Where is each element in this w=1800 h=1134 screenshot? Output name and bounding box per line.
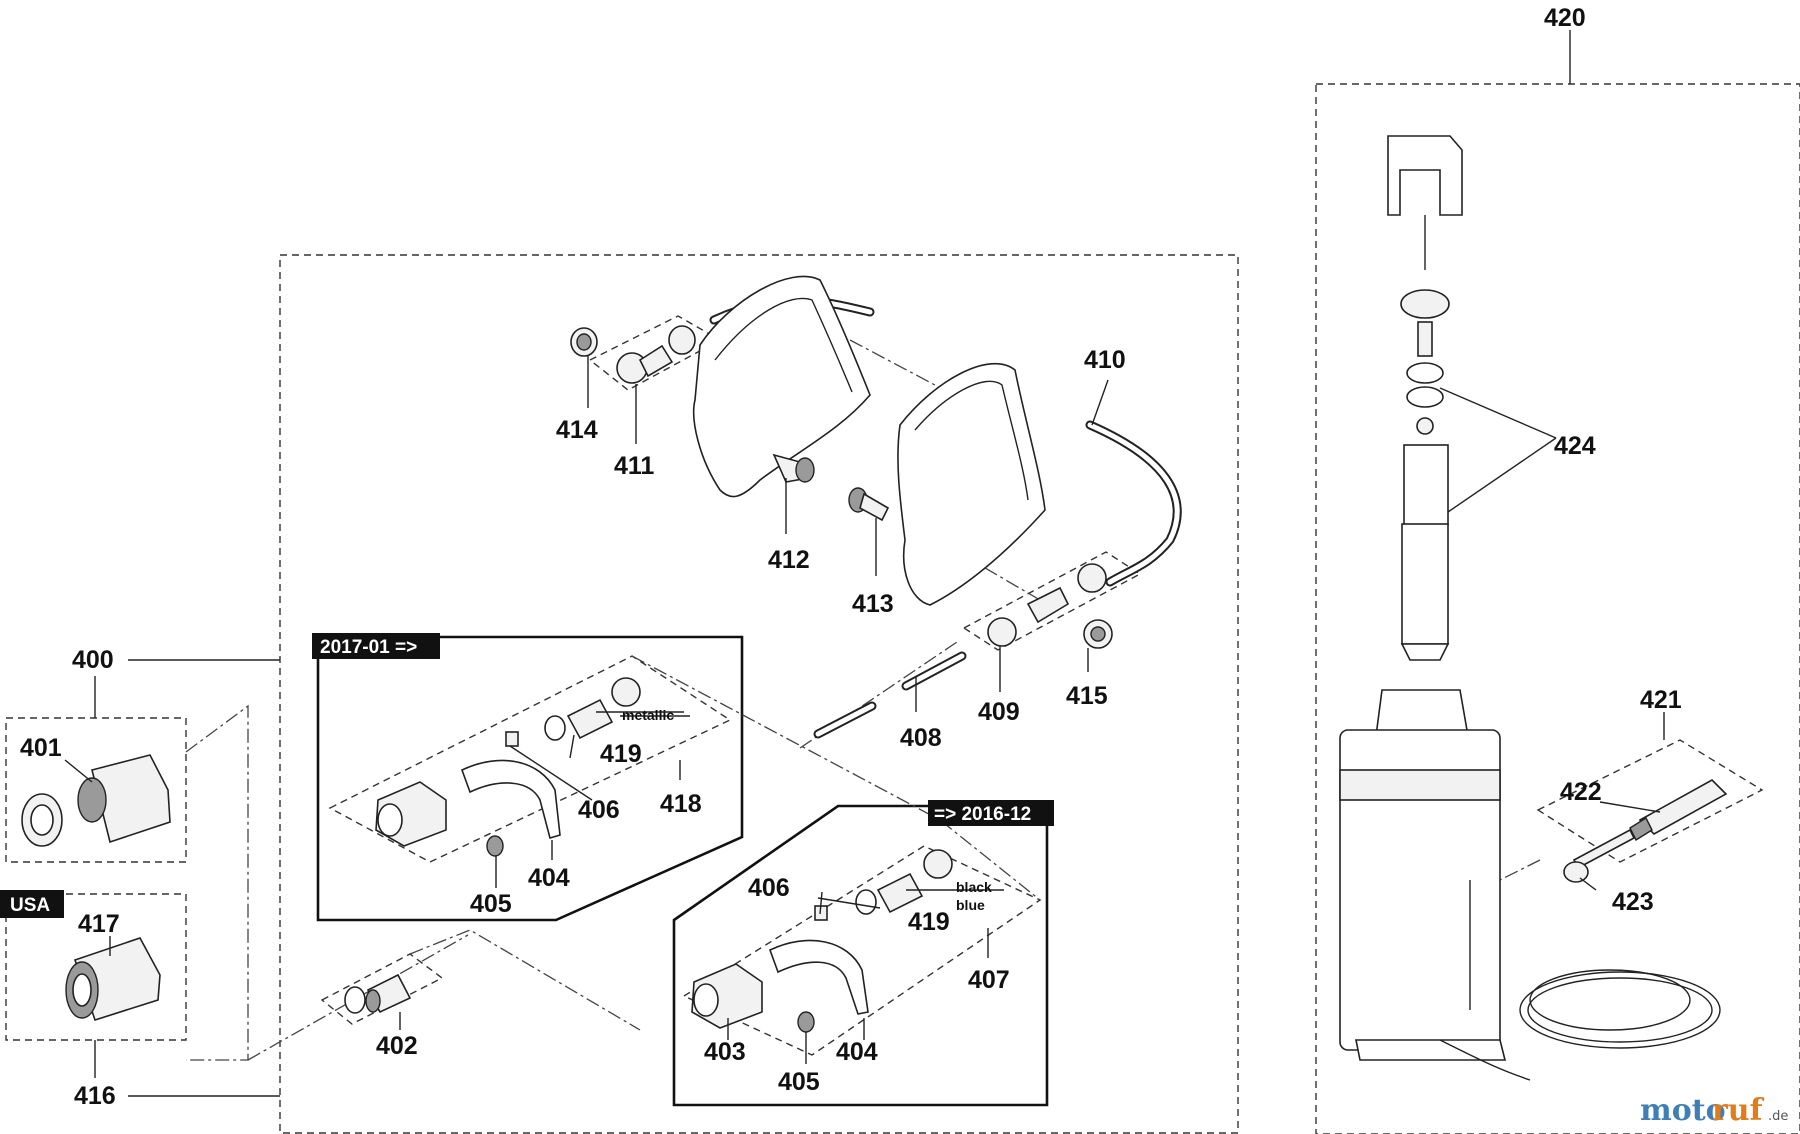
part-label: 406 bbox=[578, 796, 620, 824]
part-label: 420 bbox=[1544, 4, 1586, 32]
part-label: 423 bbox=[1612, 888, 1654, 916]
hose-410b-inner bbox=[1087, 422, 1180, 585]
screw-412 bbox=[772, 453, 815, 483]
part-label: 413 bbox=[852, 590, 894, 618]
assembly-box-420 bbox=[1315, 83, 1800, 1134]
svg-text:moto: moto bbox=[1640, 1093, 1726, 1128]
splash-guard-right bbox=[897, 362, 1046, 606]
subgroup-409 bbox=[962, 551, 1142, 651]
part-label: 404 bbox=[528, 864, 570, 892]
assembly-box-400 bbox=[5, 717, 187, 863]
part-label: 410 bbox=[1084, 346, 1126, 374]
pump-sprayer-420 bbox=[1339, 135, 1721, 1081]
part-label: 414 bbox=[556, 416, 598, 444]
part-label: 405 bbox=[778, 1068, 820, 1096]
part-label: 407 bbox=[968, 966, 1010, 994]
splash-guard-left-inner bbox=[714, 297, 853, 393]
screw-413 bbox=[848, 487, 890, 522]
tube-408-inner bbox=[815, 703, 875, 737]
lance-421 bbox=[1563, 779, 1728, 883]
part-label: 409 bbox=[978, 698, 1020, 726]
svg-text:2017-01 =>: 2017-01 => bbox=[320, 637, 417, 658]
leader-lines bbox=[64, 30, 1665, 1097]
part-label: 424 bbox=[1554, 432, 1596, 460]
part-label: 415 bbox=[1066, 682, 1108, 710]
assembly-box-main bbox=[279, 254, 1239, 1134]
part-label: 406 bbox=[748, 874, 790, 902]
assembly-box-416 bbox=[5, 893, 187, 1041]
part-label: 412 bbox=[768, 546, 810, 574]
svg-text:ruf: ruf bbox=[1712, 1093, 1765, 1128]
part-label: 405 bbox=[470, 890, 512, 918]
version-frame-2016 bbox=[672, 804, 1049, 1107]
tee-409 bbox=[987, 563, 1107, 647]
subgroup-421 bbox=[1536, 739, 1764, 863]
clamp-407 bbox=[691, 849, 953, 1033]
part-label: 408 bbox=[900, 724, 942, 752]
part-label: 419 bbox=[908, 908, 950, 936]
svg-text:=> 2016-12: => 2016-12 bbox=[934, 804, 1031, 825]
part-label: 411 bbox=[614, 452, 654, 480]
chain-line bbox=[631, 655, 1041, 901]
tag-2017: 2017-01 => bbox=[312, 633, 440, 659]
part-label: 400 bbox=[72, 646, 114, 674]
svg-text:.de: .de bbox=[1768, 1109, 1788, 1124]
part-label: 404 bbox=[836, 1038, 878, 1066]
splash-guard-right-inner bbox=[914, 380, 1029, 501]
part-label: 402 bbox=[376, 1032, 418, 1060]
part-label: 416 bbox=[74, 1082, 116, 1110]
watermark-logo: moto ruf .de bbox=[1640, 1093, 1788, 1128]
note-blue: blue bbox=[956, 897, 985, 913]
version-frame-2017 bbox=[316, 635, 744, 922]
coupling-401 bbox=[21, 754, 171, 847]
tag-usa: USA bbox=[0, 890, 64, 918]
part-label: 418 bbox=[660, 790, 702, 818]
part-label: 401 bbox=[20, 734, 62, 762]
subgroup-402 bbox=[320, 953, 444, 1025]
part-label: 419 bbox=[600, 740, 642, 768]
clamp-418 bbox=[375, 677, 641, 857]
note-metallic: metallic bbox=[622, 707, 674, 723]
part-label: 417 bbox=[78, 910, 120, 938]
chain-line bbox=[409, 929, 641, 1031]
chain-line bbox=[1499, 859, 1541, 881]
part-label: 422 bbox=[1560, 778, 1602, 806]
part-label: 421 bbox=[1640, 686, 1682, 714]
cap-414 bbox=[570, 327, 598, 357]
coupling-417 bbox=[65, 937, 161, 1022]
chain-line bbox=[185, 704, 249, 1061]
cap-415 bbox=[1083, 619, 1113, 649]
nipple-402 bbox=[344, 973, 412, 1014]
svg-text:USA: USA bbox=[10, 895, 50, 916]
part-label: 403 bbox=[704, 1038, 746, 1066]
note-black: black bbox=[956, 879, 992, 895]
elbow-411 bbox=[616, 325, 696, 384]
tag-2016: => 2016-12 bbox=[928, 800, 1054, 826]
